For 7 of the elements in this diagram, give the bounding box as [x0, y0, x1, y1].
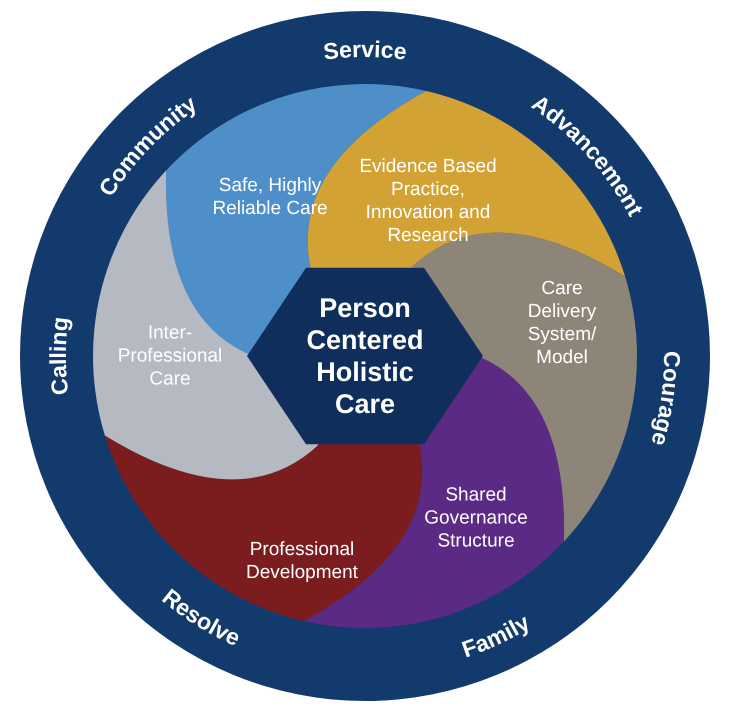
petal-label: Professional Development: [245, 538, 359, 584]
petal-label: Shared Governance Structure: [423, 484, 529, 552]
ring-label: Service: [322, 36, 408, 65]
petal-label: Care Delivery System/ Model: [526, 277, 598, 369]
petal-label: Inter-Professional Care: [116, 322, 224, 390]
petal-label: Evidence Based Practice, Innovation and Research: [358, 155, 498, 247]
center-label: Person Centered Holistic Care: [305, 292, 425, 420]
